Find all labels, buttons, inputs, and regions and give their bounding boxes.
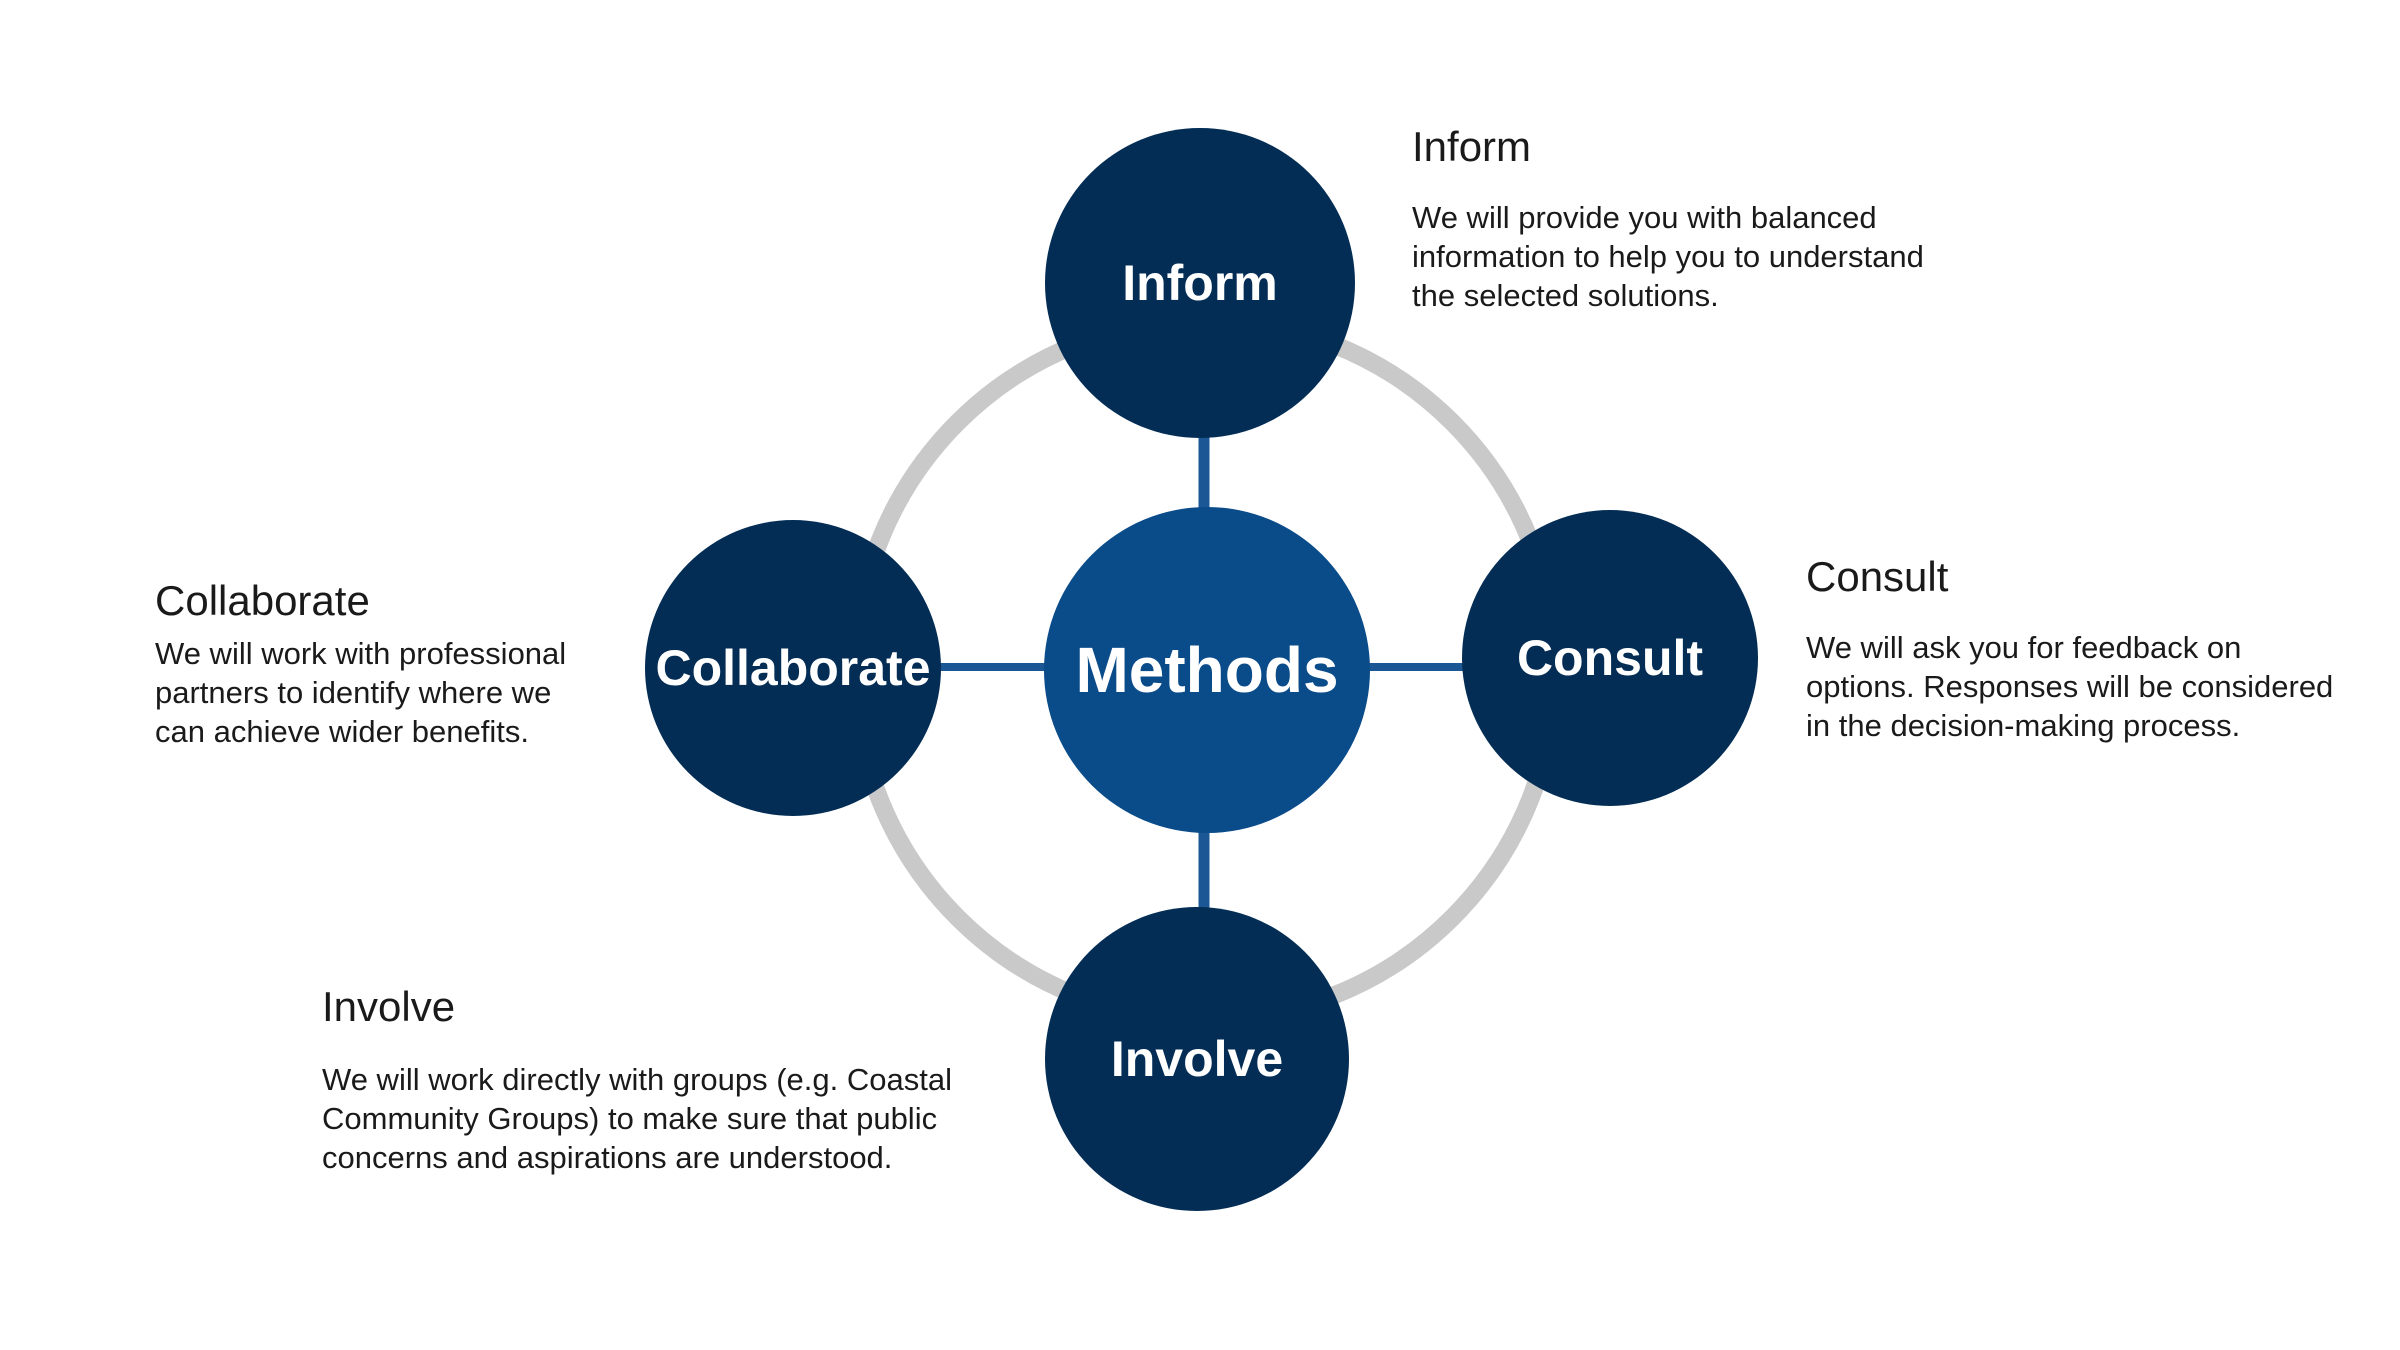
involve-circle: Involve (1045, 907, 1349, 1211)
inform-text-block: Inform We will provide you with balanced… (1412, 122, 1924, 315)
collaborate-text-block: Collaborate We will work with profession… (155, 576, 566, 751)
inform-circle-label: Inform (1122, 255, 1278, 311)
inform-heading: Inform (1412, 123, 1532, 170)
involve-description: We will work directly with groups (e.g. … (322, 1062, 952, 1175)
collaborate-circle-label: Collaborate (655, 640, 931, 696)
consult-heading: Consult (1806, 553, 1949, 600)
methods-center-circle: Methods (1044, 507, 1370, 833)
inform-description: We will provide you with balanced inform… (1412, 200, 1924, 313)
involve-text-block: Involve We will work directly with group… (322, 982, 952, 1177)
inform-circle: Inform (1045, 128, 1355, 438)
collaborate-description: We will work with professional partners … (155, 636, 567, 749)
consult-circle-label: Consult (1516, 630, 1704, 686)
consult-circle: Consult (1462, 510, 1758, 806)
consult-description: We will ask you for feedback on options.… (1806, 630, 2334, 743)
involve-circle-label: Involve (1110, 1031, 1284, 1087)
consult-text-block: Consult We will ask you for feedback on … (1806, 552, 2333, 745)
involve-heading: Involve (322, 983, 456, 1030)
collaborate-circle: Collaborate (645, 520, 941, 816)
collaborate-heading: Collaborate (155, 577, 370, 624)
methods-center-label: Methods (1075, 634, 1339, 706)
